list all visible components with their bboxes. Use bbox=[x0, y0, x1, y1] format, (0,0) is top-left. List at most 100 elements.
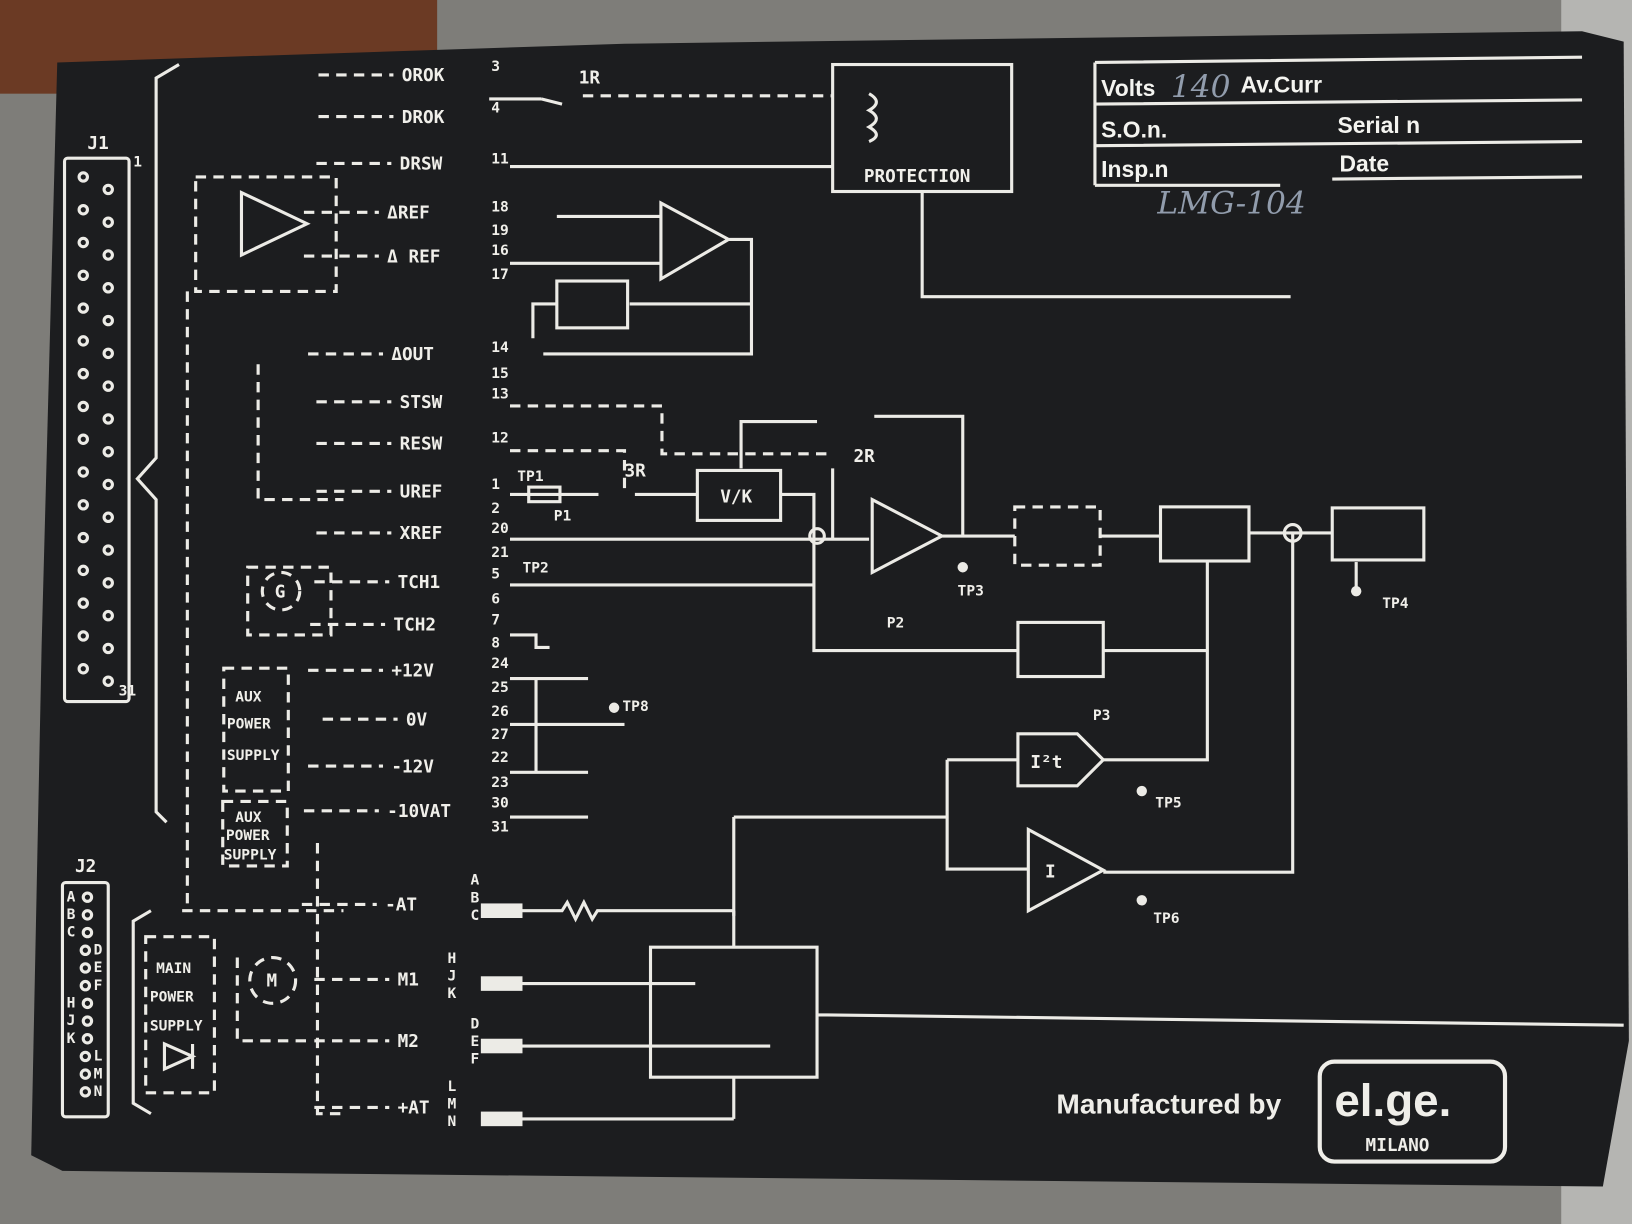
limiter-wire bbox=[531, 302, 557, 339]
tp3-label: TP3 bbox=[958, 582, 984, 599]
volts-label: Volts bbox=[1101, 75, 1155, 101]
j2-pin-label: L bbox=[94, 1048, 103, 1065]
aux-supply-box-2 bbox=[221, 799, 289, 868]
signal-label: UREF bbox=[400, 483, 443, 503]
pin-number: 4 bbox=[491, 99, 500, 116]
j1-pin bbox=[102, 282, 114, 294]
tp8-point bbox=[608, 702, 620, 713]
tp8-label: TP8 bbox=[622, 698, 648, 715]
terminal-lmn bbox=[480, 1111, 523, 1127]
pin-number: 26 bbox=[491, 703, 509, 720]
logo-elge: el.ge. bbox=[1334, 1075, 1451, 1126]
j1-pin bbox=[77, 630, 89, 642]
j1-pin bbox=[102, 249, 114, 261]
j1-pin bbox=[77, 433, 89, 445]
j2-pin-label: D bbox=[94, 941, 103, 958]
handwritten-note: LMG-104 bbox=[1156, 185, 1305, 221]
tp3-point bbox=[957, 562, 968, 573]
pin-number: 8 bbox=[491, 634, 500, 651]
tp5-point bbox=[1136, 785, 1147, 797]
j2-pin-label: J bbox=[67, 1012, 76, 1029]
relay-2r-label: 2R bbox=[853, 447, 875, 467]
ref-amp-box bbox=[194, 175, 338, 293]
j2-label: J2 bbox=[75, 857, 96, 877]
i-label: I bbox=[1045, 862, 1056, 882]
relay-coil-icon bbox=[865, 92, 878, 143]
signal-label: -10VAT bbox=[387, 802, 451, 822]
pin-number: 14 bbox=[491, 339, 509, 356]
son-label: S.O.n. bbox=[1101, 116, 1167, 142]
signal-label: TCH1 bbox=[398, 573, 441, 593]
j2-pin bbox=[79, 1086, 92, 1098]
j1-pin bbox=[102, 183, 114, 196]
tp1-label: TP1 bbox=[517, 468, 544, 485]
pin-number: 25 bbox=[491, 679, 509, 696]
signal-label: ΔREF bbox=[387, 204, 430, 224]
wire-current-loop bbox=[1103, 531, 1333, 874]
diode-icon bbox=[162, 1041, 197, 1072]
signal-label: 0V bbox=[406, 710, 428, 730]
j2-pin bbox=[81, 926, 94, 939]
aux2-line1: AUX bbox=[235, 809, 262, 826]
tp4-label: TP4 bbox=[1382, 595, 1409, 612]
pin-number: 23 bbox=[491, 774, 509, 791]
logo-frame bbox=[1317, 1059, 1508, 1164]
wire-protection-out bbox=[920, 191, 1291, 299]
speed-amp bbox=[870, 497, 1015, 576]
j2-pin bbox=[81, 891, 94, 903]
signal-label: -AT bbox=[385, 896, 417, 916]
j1-pin bbox=[102, 380, 114, 392]
j1-body bbox=[62, 156, 131, 704]
wire-drsw bbox=[489, 97, 833, 169]
signal-label: Δ REF bbox=[387, 247, 440, 267]
j1-pin bbox=[102, 609, 114, 622]
power-pin-letter: F bbox=[470, 1051, 479, 1068]
j1-pin bbox=[102, 544, 114, 556]
motor-label: M bbox=[266, 972, 277, 992]
tacho-label: G bbox=[275, 582, 286, 602]
j1-pin bbox=[102, 478, 114, 491]
j1-pin bbox=[102, 314, 114, 327]
power-pin-letter: A bbox=[470, 872, 479, 889]
pwm-block bbox=[1330, 506, 1426, 562]
j1-pin bbox=[77, 236, 89, 249]
pin-number: 21 bbox=[491, 544, 509, 561]
pin-number: 22 bbox=[491, 749, 509, 766]
j1-pin bbox=[102, 675, 114, 687]
aux1-line2: POWER bbox=[227, 716, 271, 733]
pin-number: 2 bbox=[491, 500, 500, 517]
j2-pin bbox=[81, 909, 94, 921]
signal-label: XREF bbox=[400, 524, 443, 544]
pin-number: 17 bbox=[491, 266, 509, 283]
pin-number: 30 bbox=[491, 795, 509, 812]
pin-numbers: 3411181916171415131212202156782425262722… bbox=[491, 58, 509, 836]
signal-label: RESW bbox=[400, 435, 443, 455]
pin-number: 7 bbox=[491, 611, 500, 628]
j1-pin bbox=[102, 347, 114, 360]
j1-pin bbox=[102, 511, 114, 524]
insp-label: Insp.n bbox=[1101, 156, 1168, 182]
wire-uref bbox=[510, 414, 965, 537]
j2-pin bbox=[79, 979, 92, 992]
p2-label: P2 bbox=[887, 615, 905, 632]
tp6-label: TP6 bbox=[1153, 910, 1179, 927]
power-pin-letter: H bbox=[448, 950, 457, 967]
power-pin-letter: B bbox=[470, 889, 479, 906]
power-pin-letter: K bbox=[448, 985, 457, 1002]
j1-pin bbox=[77, 400, 89, 413]
current-amp bbox=[732, 758, 1107, 916]
j2-pin-label: K bbox=[67, 1030, 76, 1047]
main-line1: MAIN bbox=[156, 960, 191, 977]
main-line2: POWER bbox=[150, 988, 194, 1005]
current-limit-block bbox=[1016, 620, 1105, 679]
j1-pin bbox=[77, 269, 89, 282]
j1-pin bbox=[77, 597, 89, 609]
j1-pin bbox=[77, 302, 89, 314]
j1-pin bbox=[77, 335, 89, 347]
p3-label: P3 bbox=[1093, 707, 1111, 724]
j1-pin bbox=[77, 204, 89, 216]
panel bbox=[31, 31, 1629, 1187]
protection-label: PROTECTION bbox=[864, 167, 971, 187]
avcurr-label: Av.Curr bbox=[1241, 72, 1322, 98]
logo-city: MILANO bbox=[1366, 1136, 1430, 1156]
